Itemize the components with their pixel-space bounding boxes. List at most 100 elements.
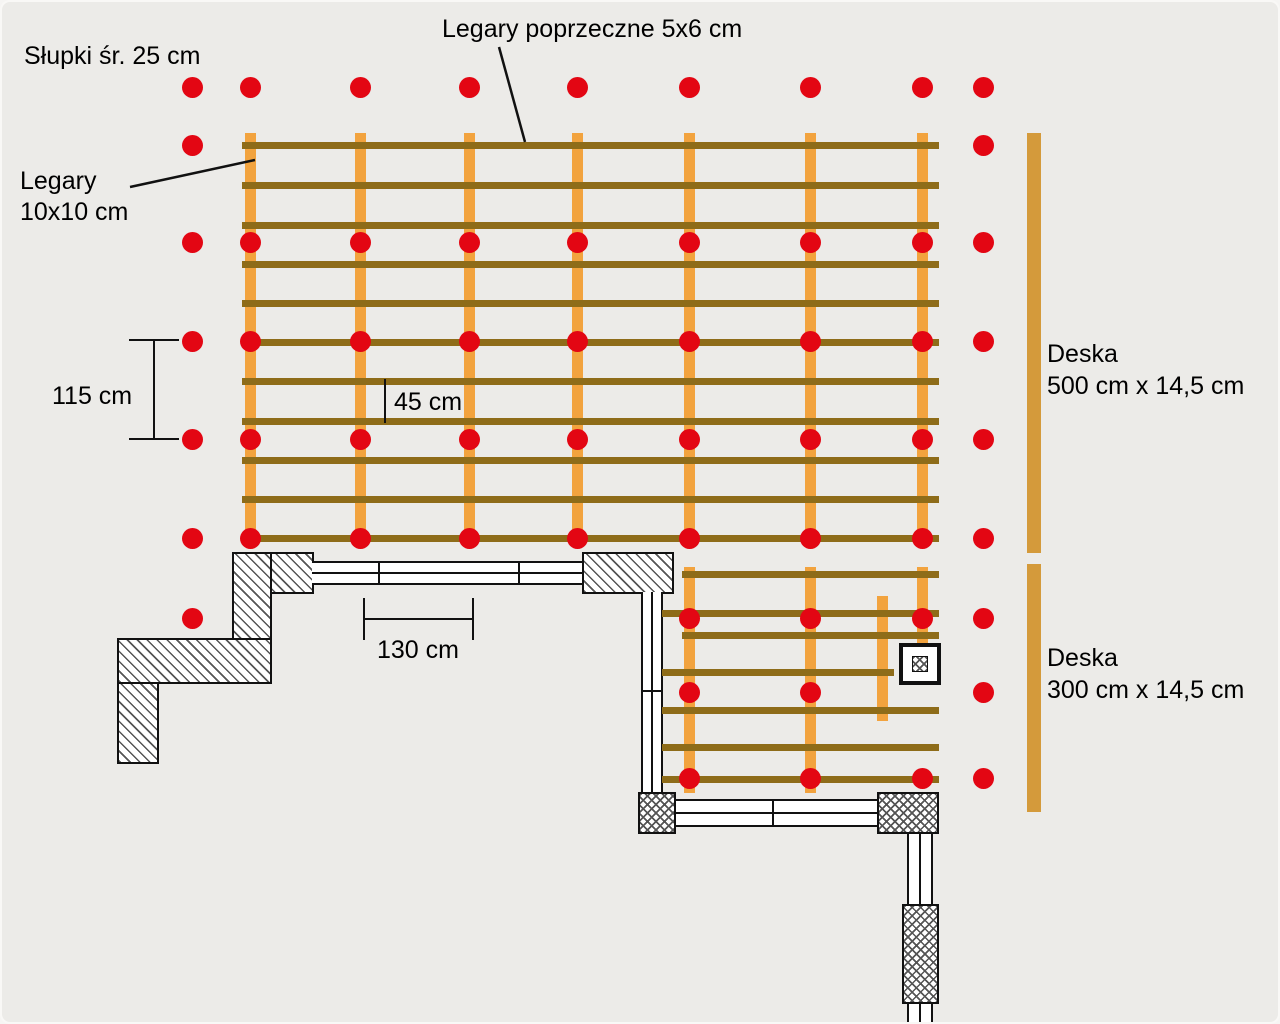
post-dot [911,76,933,98]
joists-label: Legary 10x10 cm [20,166,128,228]
window-lower-right [907,834,933,904]
board-bar [1027,133,1041,553]
post-dot [239,527,261,549]
post-dot [972,428,994,450]
post-dot [678,681,700,703]
post-dot [799,76,821,98]
dim-115-tick-top [129,339,179,341]
window-mullion [378,563,380,583]
post-dot [349,527,371,549]
joist [804,567,816,793]
wall-left-lower [117,682,159,764]
window-pane-line [919,834,921,904]
posts-label: Słupki śr. 25 cm [24,42,201,70]
post-dot [349,428,371,450]
post-dot [911,231,933,253]
window-pane-line [651,592,653,794]
post-dot [566,231,588,253]
post-dot [239,330,261,352]
post-dot [181,231,203,253]
cross-beam [242,417,939,425]
post-dot [181,76,203,98]
post-dot [799,527,821,549]
post-dot [458,527,480,549]
cross-joists-label: Legary poprzeczne 5x6 cm [442,15,743,43]
post-dot [181,134,203,156]
post-dot [181,527,203,549]
window-pane-line [312,572,584,574]
dim-130-tick-left [363,598,365,640]
post-dot [349,76,371,98]
wall-left-horizontal [117,638,272,684]
cross-beam [242,221,939,229]
dim-45-label: 45 cm [394,388,463,416]
post-dot [972,231,994,253]
post-dot [972,681,994,703]
joist [683,567,695,793]
cross-beam [242,495,939,503]
post-dot [566,428,588,450]
post-dot [799,330,821,352]
cross-beam [242,377,939,385]
wall-top-right-block [582,552,674,594]
post-dot [239,76,261,98]
post-dot [181,330,203,352]
post-dot [458,231,480,253]
post-dot [458,330,480,352]
post-dot [972,76,994,98]
cross-beam [662,743,939,751]
window-mullion [772,801,774,825]
cross-beam [242,181,939,189]
board-300-size: 300 cm x 14,5 cm [1047,676,1245,704]
post-dot [678,428,700,450]
post-dot [678,767,700,789]
post-dot [799,767,821,789]
post-dot [349,330,371,352]
post-dot [458,428,480,450]
window-bottom [676,799,877,827]
post-dot [566,76,588,98]
post-dot [181,428,203,450]
cross-beam [682,570,939,578]
cross-beam [242,260,939,268]
dim-115-line [153,341,155,439]
joists-label-line2: 10x10 cm [20,198,129,226]
dim-115-label: 115 cm [52,382,133,410]
post-dot [972,330,994,352]
cross-beam [662,706,939,714]
post-dot [799,231,821,253]
post-dot [972,134,994,156]
post-dot [972,607,994,629]
dim-115-tick-bottom [129,438,179,440]
window-mullion [643,690,661,692]
cross-beam [242,456,939,464]
post-dot [239,231,261,253]
window-lower-right-end [907,1004,933,1022]
joists-label-line1: Legary [20,167,97,195]
window-right [641,592,663,794]
cross-beam [662,668,894,676]
post-dot [911,330,933,352]
post-dot [349,231,371,253]
dim-45-line [384,379,386,423]
post-dot [911,607,933,629]
post-dot [972,767,994,789]
cross-beam [242,141,939,149]
post-dot [458,76,480,98]
post-dot [566,527,588,549]
post-dot [799,428,821,450]
joist [876,596,888,721]
post-dot [678,527,700,549]
post-dot [678,231,700,253]
board-300-label: Deska 300 cm x 14,5 cm [1047,642,1244,706]
dim-130-tick-right [472,598,474,640]
board-300-name: Deska [1047,644,1118,672]
post-dot [911,527,933,549]
post-dot [678,76,700,98]
dim-130-label: 130 cm [377,636,459,664]
cross-beam [242,299,939,307]
post-dot [678,330,700,352]
board-500-label: Deska 500 cm x 14,5 cm [1047,338,1244,402]
wall-bottom-left-block [638,792,676,834]
